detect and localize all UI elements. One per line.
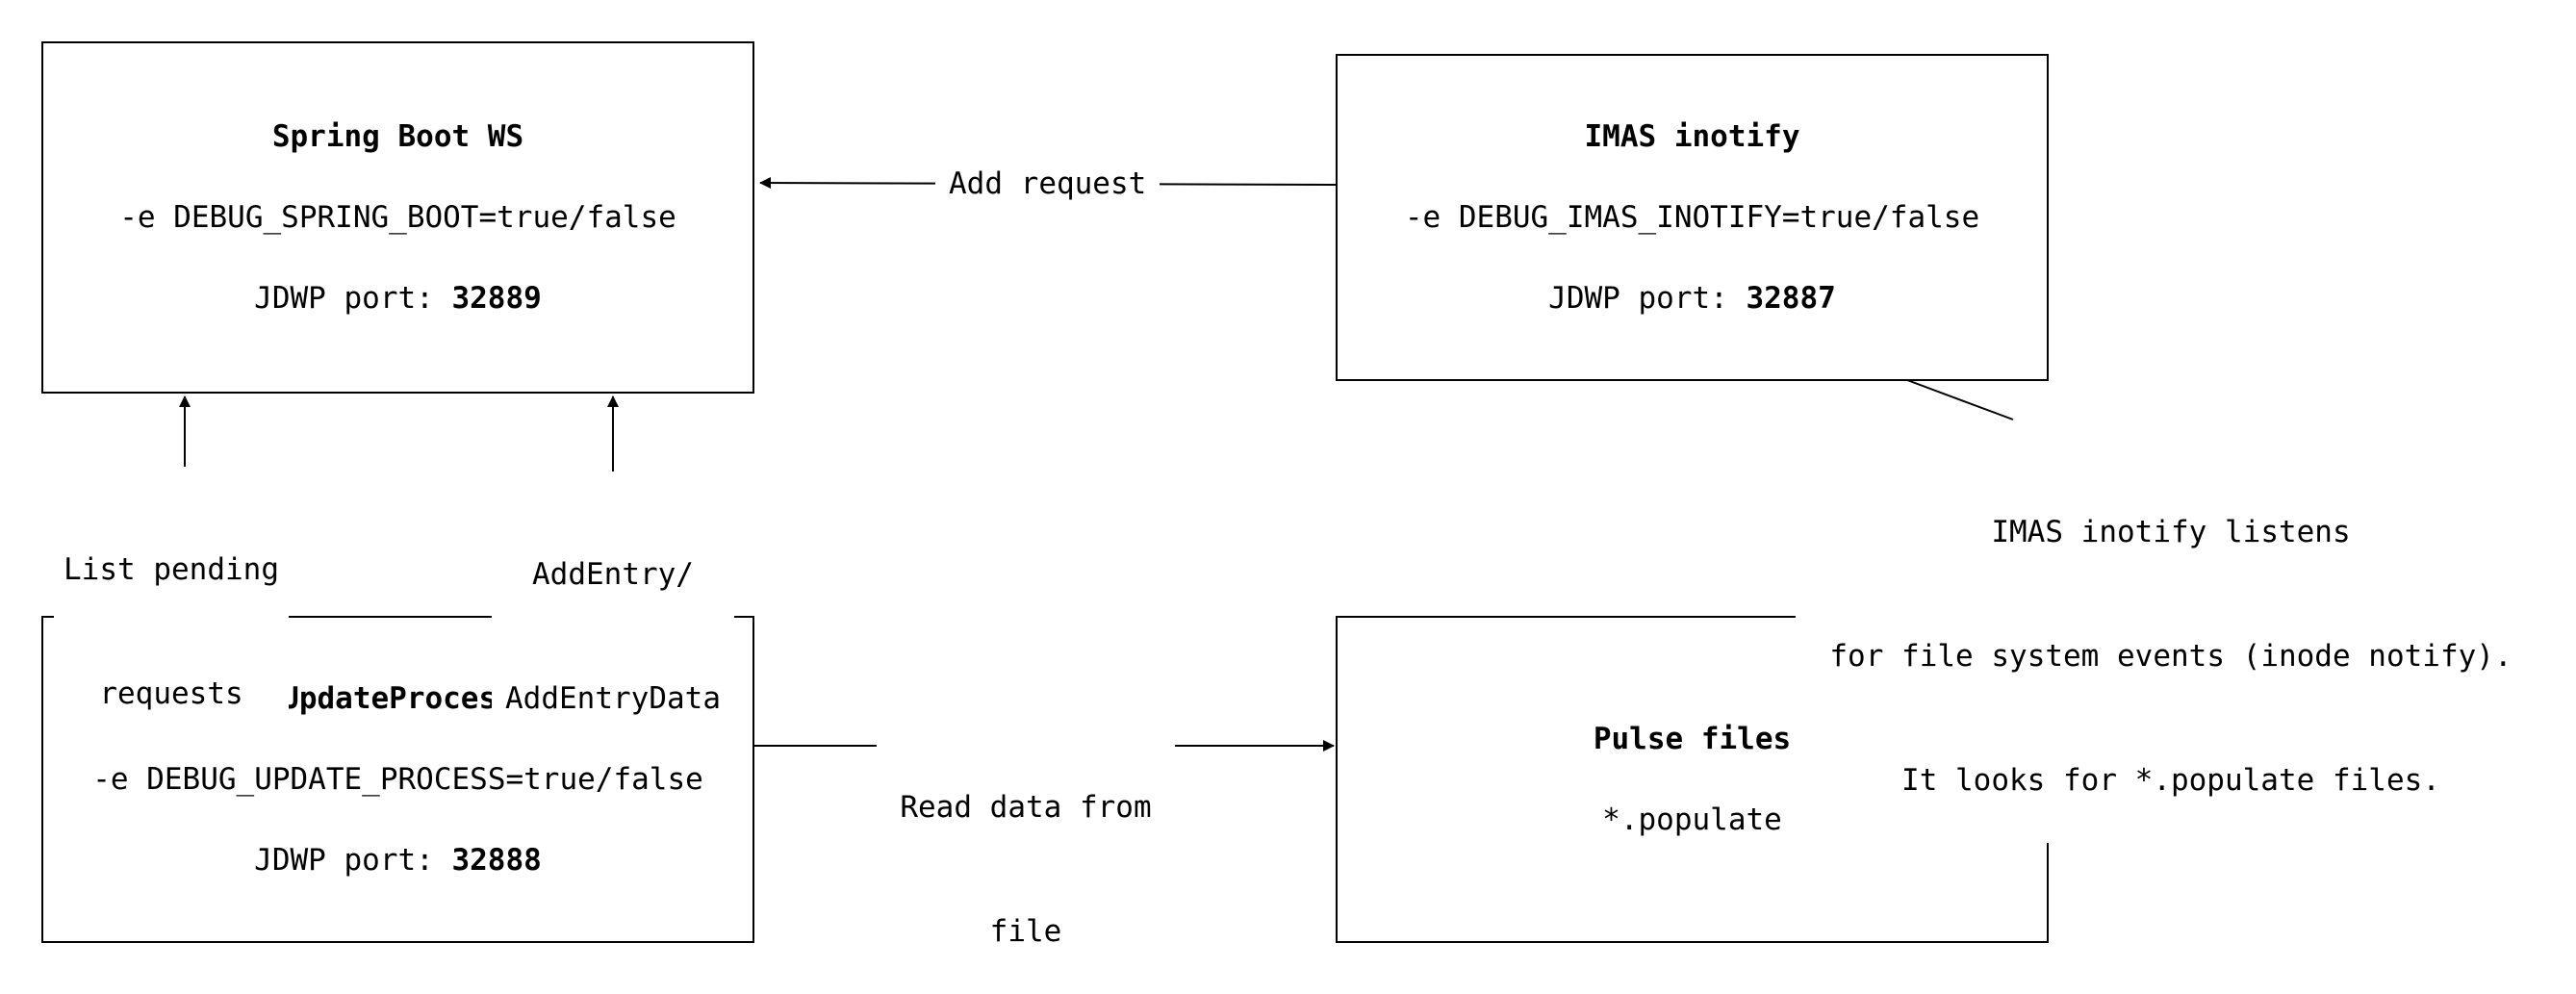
- label-line: file: [989, 914, 1062, 949]
- debug-flag: -e DEBUG_IMAS_INOTIFY=true/false: [1404, 199, 1980, 235]
- imas-inotify-node: IMAS inotify -e DEBUG_IMAS_INOTIFY=true/…: [1336, 54, 2049, 381]
- debug-flag: -e DEBUG_UPDATE_PROCESS=true/false: [92, 761, 703, 797]
- node-title: IMAS inotify: [1584, 118, 1800, 154]
- note-line: It looks for *.populate files.: [1901, 763, 2440, 798]
- jdwp-port-label: JDWP port:: [254, 842, 452, 878]
- note-line: for file system events (inode notify).: [1829, 639, 2512, 674]
- spring-boot-ws-node: Spring Boot WS -e DEBUG_SPRING_BOOT=true…: [41, 41, 754, 394]
- node-title: UpdateProcess: [281, 680, 515, 716]
- jdwp-port-value: 32887: [1746, 280, 1836, 316]
- jdwp-port: JDWP port: 32887: [1548, 258, 1836, 339]
- label-line: Read data from: [900, 790, 1152, 825]
- node-title: Spring Boot WS: [271, 118, 524, 154]
- file-pattern: *.populate: [1602, 802, 1782, 837]
- jdwp-port-label: JDWP port:: [254, 280, 452, 316]
- jdwp-port: JDWP port: 32889: [254, 258, 542, 339]
- note-line: IMAS inotify listens: [1991, 515, 2351, 549]
- label-line: AddEntry/: [532, 557, 694, 592]
- label-line: List pending: [64, 552, 279, 587]
- jdwp-port-value: 32888: [451, 842, 542, 878]
- note-connector-line: [1906, 379, 2014, 421]
- label-line: AddEntryData: [505, 681, 721, 716]
- label-line: requests: [99, 676, 243, 711]
- jdwp-port: JDWP port: 32888: [254, 820, 542, 901]
- node-title: Pulse files: [1593, 721, 1792, 756]
- add-entry-label: AddEntry/ AddEntryData: [492, 472, 734, 761]
- jdwp-port-label: JDWP port:: [1548, 280, 1747, 316]
- read-data-label: Read data from file: [877, 704, 1175, 994]
- jdwp-port-value: 32889: [451, 280, 542, 316]
- debug-flag: -e DEBUG_SPRING_BOOT=true/false: [119, 199, 676, 235]
- add-request-label: Add request: [935, 164, 1160, 205]
- list-pending-label: List pending requests: [54, 467, 289, 756]
- inotify-note: IMAS inotify listens for file system eve…: [1796, 429, 2546, 843]
